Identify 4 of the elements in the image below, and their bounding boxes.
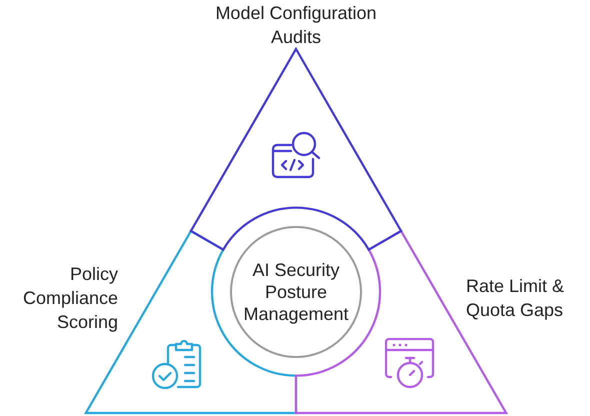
section-heading: Policy Compliance Scoring bbox=[22, 263, 118, 334]
section-heading: Model Configuration Audits bbox=[214, 2, 378, 49]
center-label: AI Security Posture Management bbox=[242, 258, 350, 325]
section-heading: Rate Limit & Quota Gaps bbox=[466, 275, 566, 322]
